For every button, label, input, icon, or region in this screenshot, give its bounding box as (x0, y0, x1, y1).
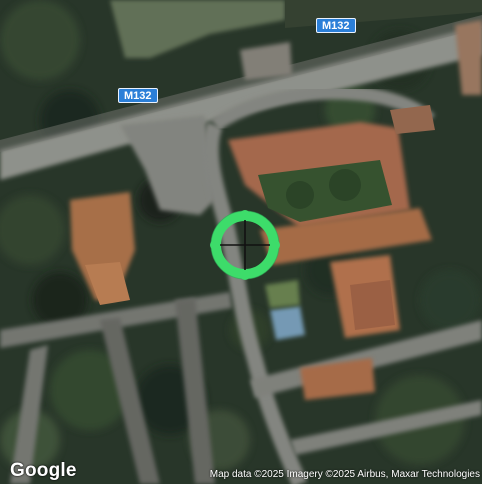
crosshair-circle-icon[interactable] (204, 204, 286, 286)
road-label-m132-west[interactable]: M132 (118, 88, 158, 103)
google-logo: Google (10, 460, 77, 481)
road-label-m132-north[interactable]: M132 (316, 18, 356, 33)
map-attribution[interactable]: Map data ©2025 Imagery ©2025 Airbus, Max… (209, 469, 480, 480)
